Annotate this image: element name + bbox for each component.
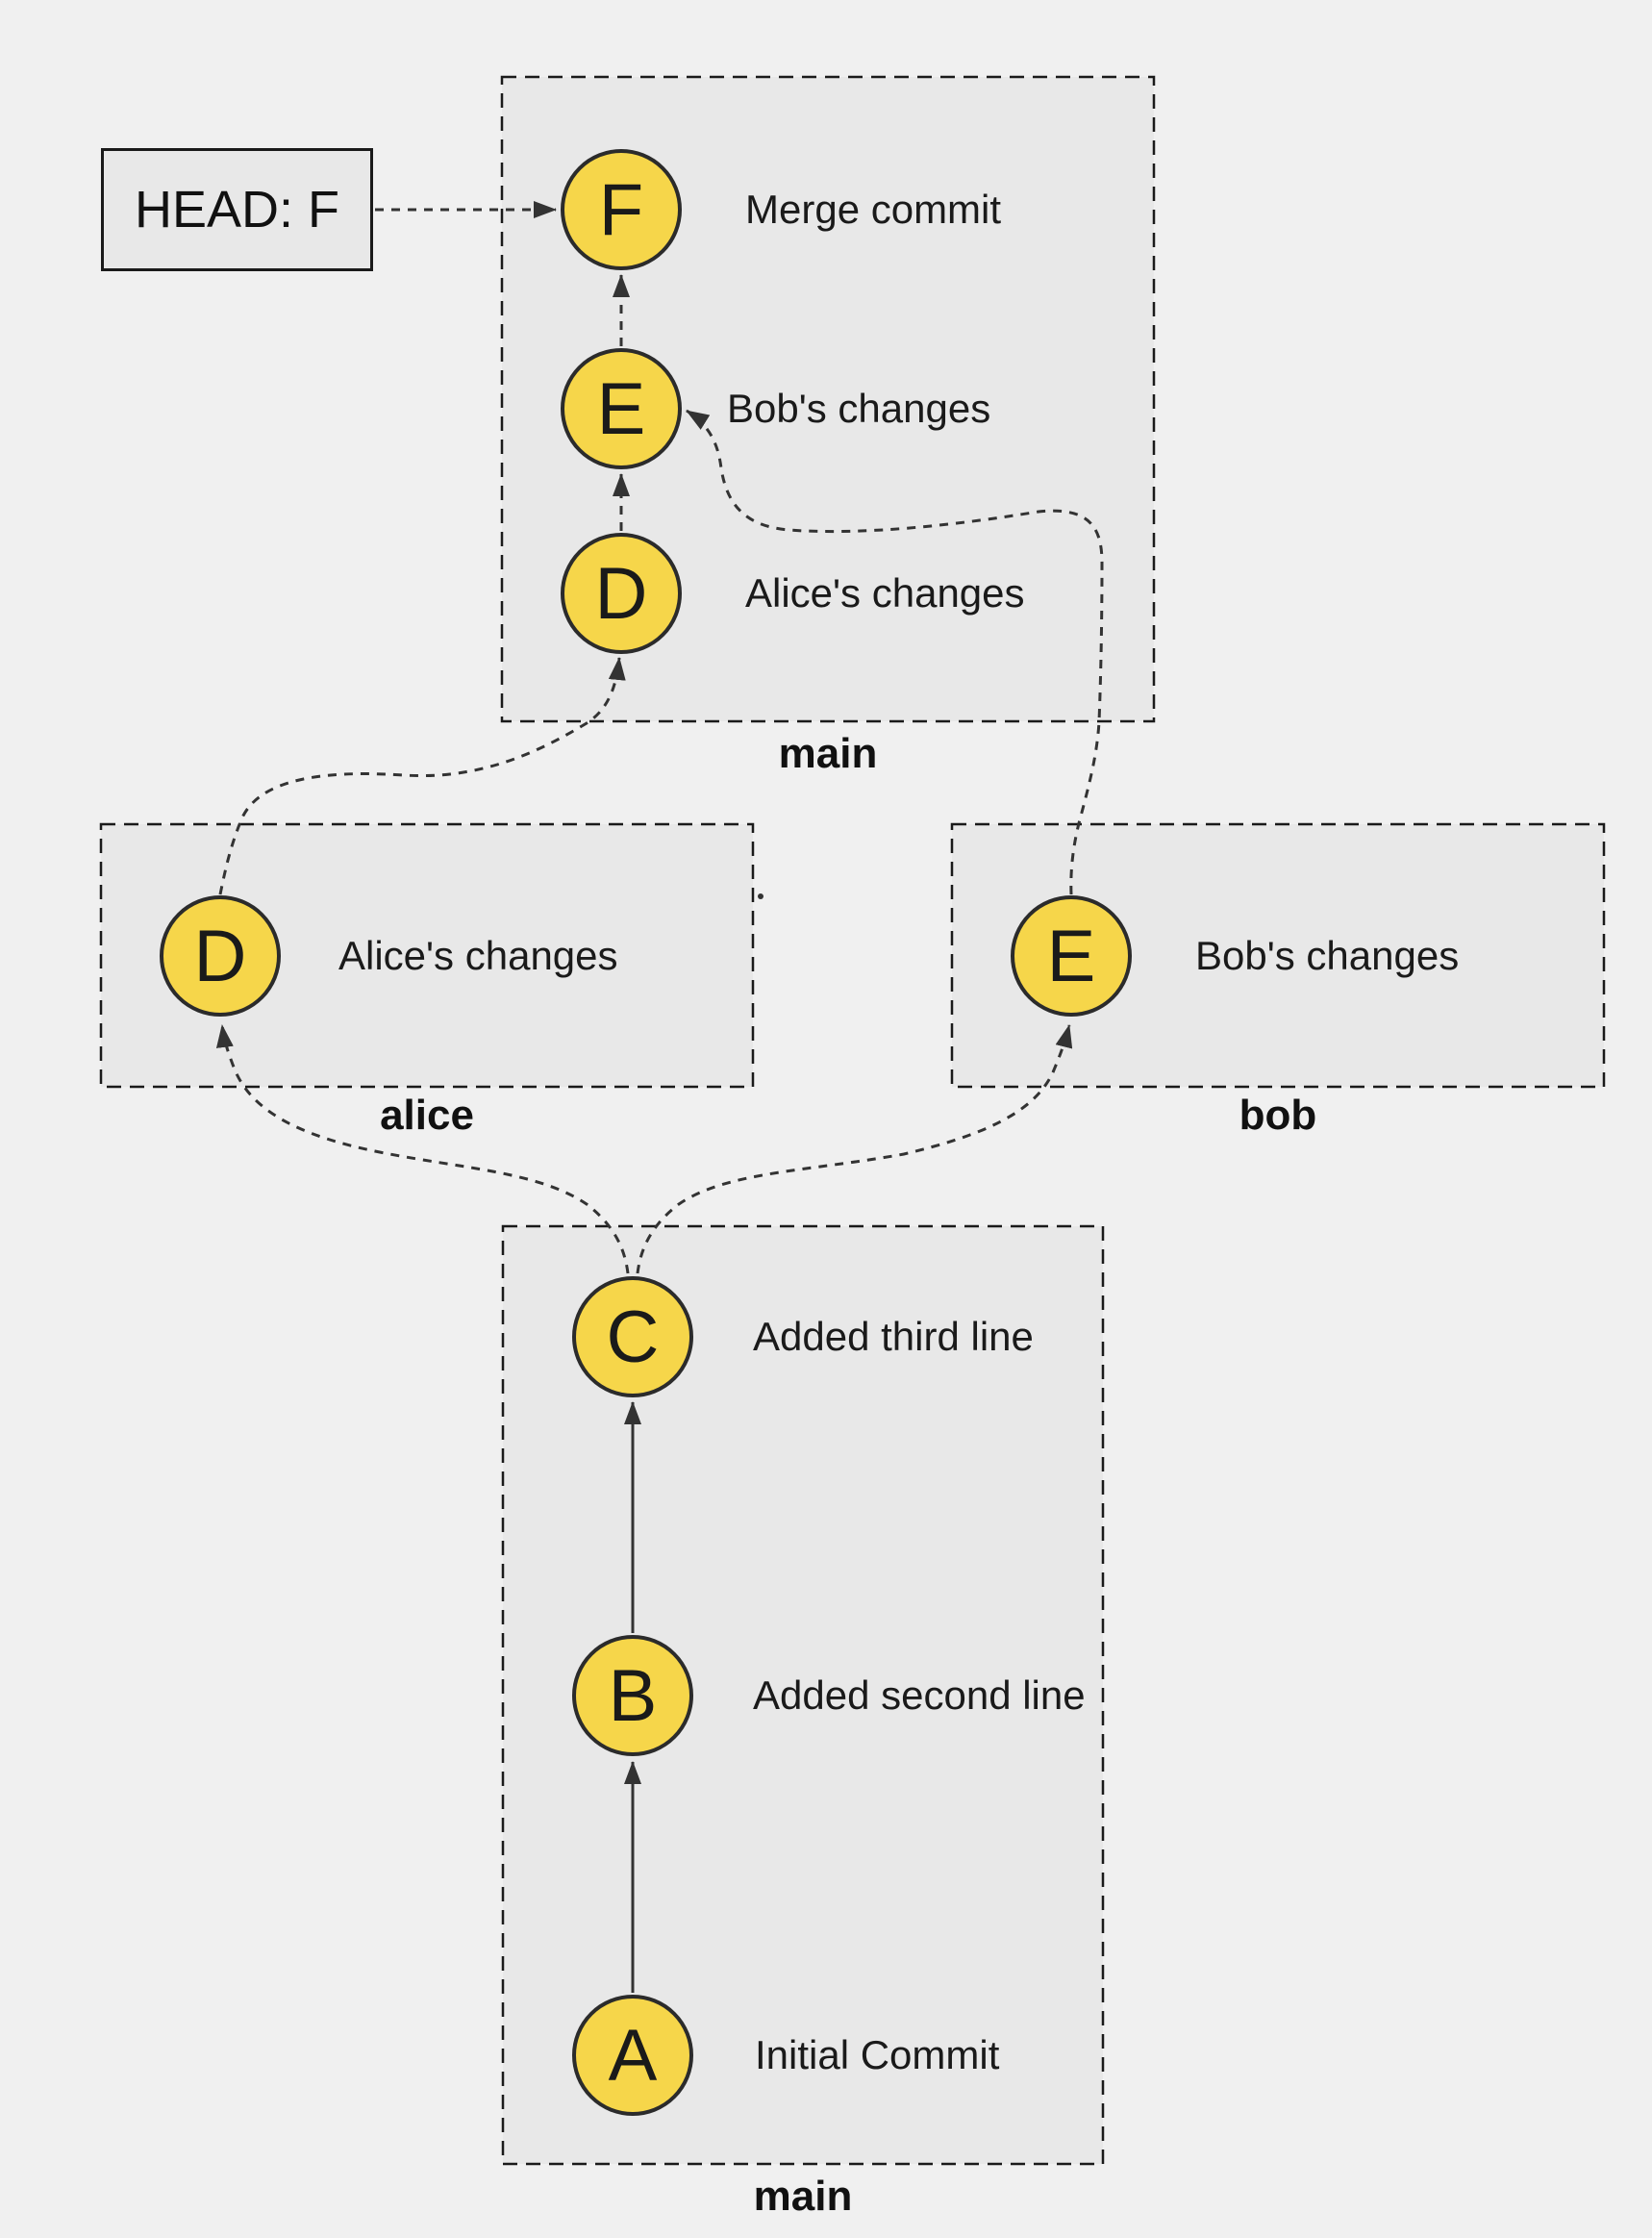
commit-node-b: B — [572, 1635, 693, 1756]
commit-message-f: Merge commit — [745, 187, 1002, 232]
commit-node-c: C — [572, 1276, 693, 1397]
commit-message-e-main: Bob's changes — [727, 386, 991, 431]
commit-node-a: A — [572, 1995, 693, 2116]
stray-dot — [758, 893, 763, 899]
commit-letter-e-main: E — [596, 367, 646, 450]
commit-node-f: F — [561, 149, 682, 270]
commit-message-b: Added second line — [753, 1672, 1086, 1718]
edge-c-to-bob-e — [636, 1024, 1073, 1274]
commit-message-d-main: Alice's changes — [745, 570, 1025, 616]
commit-message-d-alice: Alice's changes — [338, 933, 618, 978]
commit-message-a: Initial Commit — [755, 2032, 1000, 2077]
commit-node-d-main: D — [561, 533, 682, 654]
commit-message-c: Added third line — [753, 1314, 1034, 1359]
head-pointer-label: HEAD: F — [134, 181, 340, 239]
commit-letter-a: A — [608, 2014, 658, 2097]
commit-letter-c: C — [606, 1295, 660, 1378]
commit-node-d-alice: D — [160, 895, 281, 1017]
commit-letter-e-bob: E — [1046, 915, 1096, 997]
commit-message-e-bob: Bob's changes — [1195, 933, 1460, 978]
branch-label-bob: bob — [1239, 1092, 1317, 1139]
commit-letter-b: B — [608, 1654, 658, 1737]
edge-bob-e-to-main-e — [686, 409, 1104, 895]
branch-label-alice: alice — [380, 1092, 474, 1139]
commit-letter-d-main: D — [594, 552, 648, 635]
commit-letter-f: F — [598, 168, 644, 251]
commit-letter-d-alice: D — [193, 915, 247, 997]
head-pointer-box: HEAD: F — [101, 148, 373, 271]
branch-label-main-bottom: main — [753, 2173, 853, 2220]
commit-node-e-bob: E — [1011, 895, 1132, 1017]
edge-c-to-alice-d — [215, 1024, 630, 1274]
commit-node-e-main: E — [561, 348, 682, 469]
edge-alice-d-to-main-d — [218, 657, 626, 895]
branch-label-main-top: main — [778, 730, 878, 777]
